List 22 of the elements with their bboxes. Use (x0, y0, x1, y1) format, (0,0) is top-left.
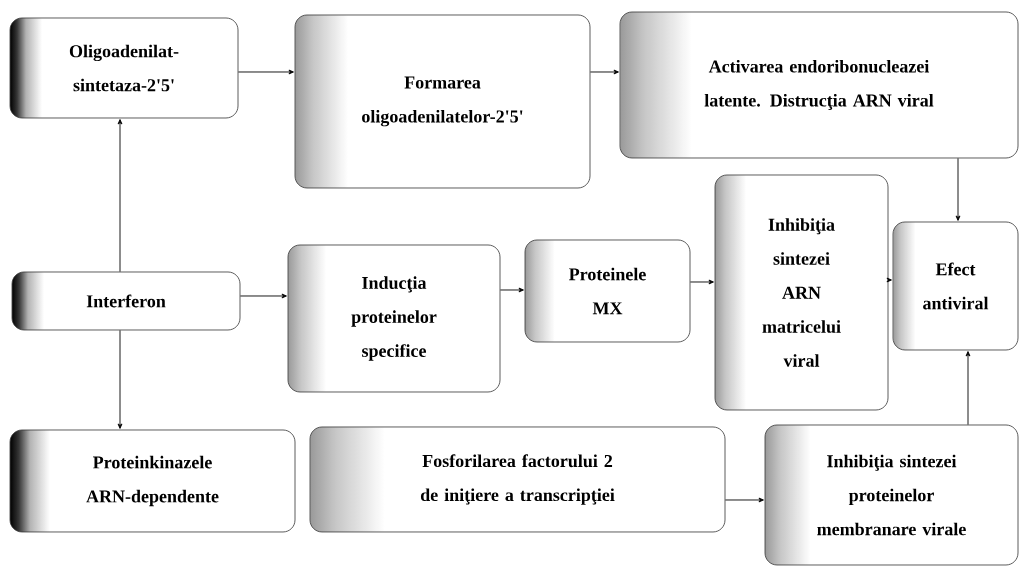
arrow (117, 329, 123, 429)
process-box: Inhibiţia sintezei proteinelor membranare virale (764, 424, 1019, 566)
process-box: Fosforilarea factorului 2 de iniţiere a transcripţiei (309, 426, 726, 533)
process-box: Efect antiviral (892, 221, 1019, 351)
arrow (955, 157, 961, 221)
arrow (689, 279, 714, 285)
arrow (965, 351, 971, 426)
process-box: Proteinkinazele ARN-dependente (9, 429, 296, 533)
arrow (237, 69, 294, 75)
arrow (724, 497, 764, 503)
arrow (117, 119, 123, 273)
arrow (886, 277, 892, 283)
process-box: Oligoadenilat-sintetaza-2'5' (9, 17, 239, 119)
process-box: Formarea oligoadenilatelor-2'5' (294, 14, 591, 189)
process-box: Activarea endoribonucleazei latente. Distrucţia ARN viral (619, 11, 1019, 159)
process-box: Interferon (11, 271, 241, 331)
process-box: Proteinele MX (524, 239, 691, 343)
arrow (589, 69, 619, 75)
arrow (499, 287, 524, 293)
arrow (239, 293, 287, 299)
process-box: Inducţia proteinelor specifice (287, 244, 501, 393)
process-box: Inhibiţia sintezei ARN matricelui viral (714, 174, 889, 411)
